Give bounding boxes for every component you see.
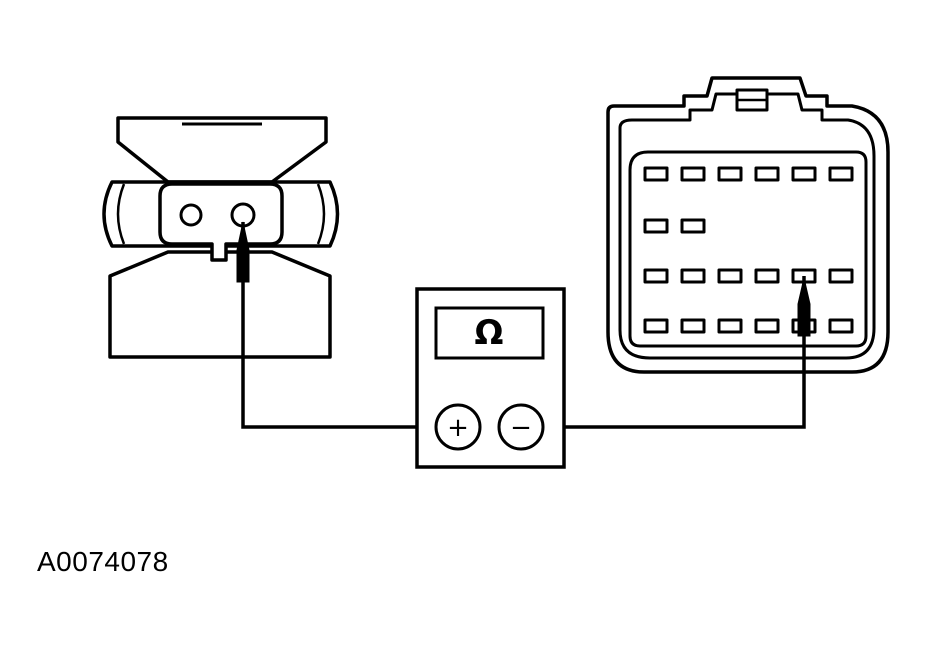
test-probes <box>236 221 811 337</box>
negative-probe-tip <box>797 277 811 337</box>
sensor-connector-upper-housing <box>116 116 328 184</box>
sensor-connector-pin-1 <box>179 203 203 227</box>
harness-connector <box>606 76 890 374</box>
harness-connector-cavity-field <box>628 150 868 348</box>
terminal-cavity <box>643 166 669 182</box>
terminal-cavity <box>754 166 780 182</box>
positive-test-lead <box>241 222 436 429</box>
terminal-cavity <box>717 318 743 334</box>
positive-terminal <box>434 403 482 451</box>
terminal-cavity <box>680 166 706 182</box>
ohmmeter-display <box>434 306 545 360</box>
positive-probe-tip <box>236 221 250 283</box>
terminal-cavity <box>754 268 780 284</box>
terminal-cavity <box>828 166 854 182</box>
terminal-cavity <box>680 268 706 284</box>
positive-terminal-label: + <box>447 413 469 443</box>
terminal-cavity <box>680 218 706 234</box>
ohm-symbol: Ω <box>475 313 504 353</box>
figure-reference-code: A0074078 <box>37 546 169 577</box>
terminal-cavity <box>791 166 817 182</box>
sensor-connector-face-plate <box>158 182 284 262</box>
terminal-cavity <box>680 318 706 334</box>
terminal-cavity <box>754 318 780 334</box>
sensor-connector-lower-housing <box>108 250 332 359</box>
harness-connector-inner-shell <box>618 92 876 360</box>
negative-terminal <box>497 403 545 451</box>
terminal-cavity <box>717 268 743 284</box>
terminal-cavity <box>828 318 854 334</box>
negative-terminal-label: − <box>510 413 532 443</box>
ohmmeter: Ω + − <box>415 287 566 469</box>
terminal-cavity <box>643 318 669 334</box>
terminal-cavity <box>828 268 854 284</box>
sensor-connector <box>102 116 340 359</box>
terminal-cavity <box>643 218 669 234</box>
terminal-cavity <box>717 166 743 182</box>
sensor-connector-barrel-left-contour <box>116 183 126 245</box>
sensor-connector-barrel-right-contour <box>316 183 326 245</box>
terminal-cavity <box>643 268 669 284</box>
